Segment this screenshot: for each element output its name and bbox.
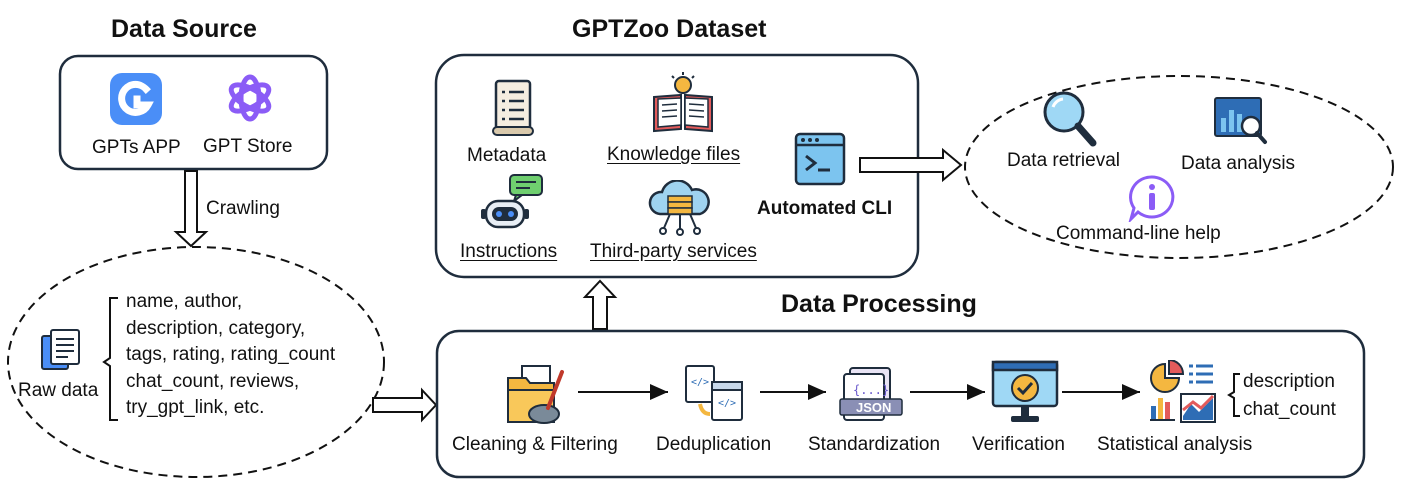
cli-functions-ellipse — [964, 75, 1394, 259]
stat-field-chat-count: chat_count — [1243, 399, 1336, 420]
instructions-robot-icon — [481, 174, 543, 229]
gpts-app-label: GPTs APP — [92, 137, 181, 158]
processing-to-dataset-arrow — [582, 279, 618, 330]
command-line-help-label: Command-line help — [1056, 223, 1221, 244]
metadata-scroll-icon — [492, 79, 534, 136]
step-deduplication-label: Deduplication — [656, 434, 772, 455]
crawling-arrow — [173, 170, 209, 248]
instructions-label: Instructions — [460, 241, 558, 262]
attribute-line: chat_count, reviews, — [126, 370, 300, 392]
knowledge-files-label: Knowledge files — [607, 144, 741, 165]
data-analysis-label: Data analysis — [1181, 153, 1296, 174]
processing-box — [435, 329, 1366, 479]
gpt-store-label: GPT Store — [203, 136, 293, 157]
attribute-line: tags, rating, rating_count — [126, 344, 336, 365]
json-file-icon: {...} JSON — [839, 367, 903, 421]
json-braces: {...} — [853, 383, 889, 397]
knowledge-book-icon — [653, 72, 713, 133]
dataset-title: GPTZoo Dataset — [572, 15, 767, 43]
step-verification-label: Verification — [972, 434, 1065, 455]
cli-label: Automated CLI — [757, 198, 893, 219]
data-analysis-icon — [1214, 97, 1267, 144]
third-party-label: Third-party services — [590, 241, 757, 262]
verification-monitor-icon — [991, 360, 1059, 422]
svg-text:</>: </> — [718, 398, 736, 409]
gpt-store-icon — [228, 74, 272, 122]
magnifier-icon — [1043, 91, 1097, 147]
stat-field-description: description — [1243, 371, 1335, 392]
attribute-line: name, author, — [126, 291, 243, 312]
raw-data-attributes: name, author, description, category, tag… — [126, 289, 335, 422]
step-cleaning-label: Cleaning & Filtering — [452, 434, 618, 455]
step-standardization-label: Standardization — [808, 434, 941, 455]
attributes-bracket — [102, 297, 118, 421]
gpts-app-icon — [110, 73, 162, 125]
attribute-line: try_gpt_link, etc. — [126, 397, 265, 418]
raw-data-label: Raw data — [18, 380, 99, 401]
attribute-line: description, category, — [126, 317, 306, 339]
statistics-charts-icon — [1150, 360, 1216, 423]
raw-data-file-icon — [41, 329, 80, 370]
metadata-label: Metadata — [467, 145, 547, 166]
cleaning-folder-icon — [507, 365, 564, 424]
raw-to-processing-arrow — [372, 387, 438, 423]
raw-data-ellipse — [7, 246, 385, 478]
crawling-label: Crawling — [206, 198, 280, 219]
step-statistical-label: Statistical analysis — [1097, 434, 1253, 455]
deduplication-files-icon: </> </> — [685, 365, 743, 421]
json-badge: JSON — [856, 400, 891, 415]
stat-fields-bracket — [1227, 373, 1240, 417]
data-source-box — [58, 54, 329, 171]
cli-terminal-icon — [794, 132, 846, 186]
help-info-icon — [1128, 175, 1175, 222]
processing-title: Data Processing — [781, 290, 977, 318]
third-party-cloud-icon — [648, 180, 710, 236]
data-source-title: Data Source — [111, 15, 257, 43]
svg-text:</>: </> — [691, 377, 709, 388]
data-retrieval-label: Data retrieval — [1007, 150, 1120, 171]
cli-to-functions-arrow — [859, 147, 963, 183]
